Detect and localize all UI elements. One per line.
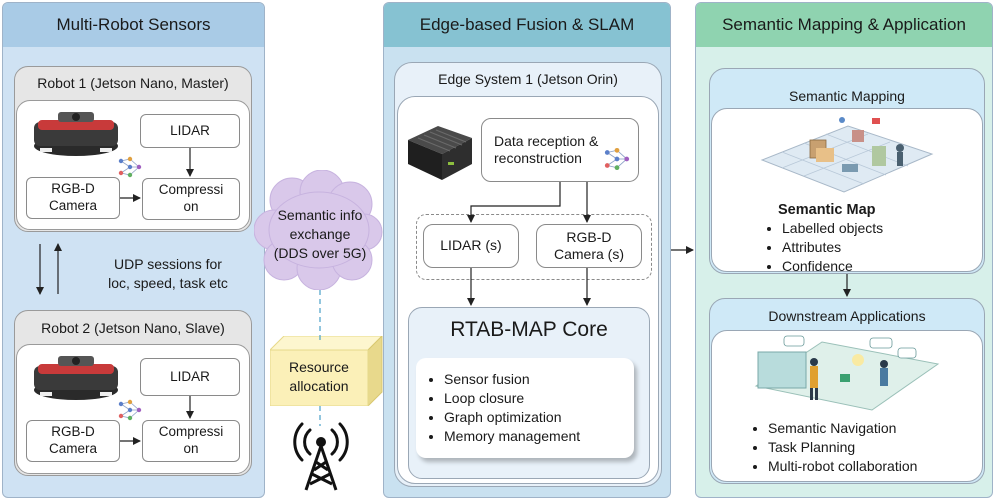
resource-text: Resource allocation — [289, 359, 349, 394]
robot2-image — [30, 352, 122, 402]
jetson-orin-image — [404, 118, 476, 184]
neural-net-icon — [118, 398, 142, 422]
rtab-map-items: Sensor fusion Loop closure Graph optimiz… — [424, 370, 634, 446]
robot2-compression-label: Compressi on — [158, 424, 224, 456]
list-item: Confidence — [782, 257, 962, 276]
robot1-title: Robot 1 (Jetson Nano, Master) — [37, 75, 229, 91]
robot1-camera-label: RGB-D Camera — [48, 181, 97, 213]
downstream-applications-title: Downstream Applications — [768, 308, 926, 324]
robot2-lidar-box: LIDAR — [140, 358, 240, 396]
panel-title: Multi-Robot Sensors — [56, 15, 211, 34]
list-item: Task Planning — [768, 438, 978, 457]
robot1-image — [30, 108, 122, 158]
robot2-title: Robot 2 (Jetson Nano, Slave) — [41, 320, 225, 336]
robot1-compression-box: Compressi on — [142, 178, 240, 220]
rtab-map-title: RTAB-MAP Core — [450, 318, 608, 341]
list-item: Multi-robot collaboration — [768, 457, 978, 476]
list-item: Memory management — [444, 427, 634, 446]
cloud-shape — [253, 169, 384, 291]
semantic-map-illustration — [752, 112, 938, 196]
panel-header: Edge-based Fusion & SLAM — [384, 3, 670, 47]
semantic-map-heading: Semantic Map — [778, 202, 876, 218]
data-reception-label: Data reception & reconstruction — [494, 132, 599, 167]
rtab-map-list-card: Sensor fusion Loop closure Graph optimiz… — [416, 358, 634, 458]
list-item: Semantic Navigation — [768, 419, 978, 438]
robot2-camera-box: RGB-D Camera — [26, 420, 120, 462]
edge-camera-label: RGB-D Camera (s) — [553, 228, 624, 263]
arrow-reception-lidar — [467, 182, 561, 223]
udp-label: UDP sessions for loc, speed, task etc — [108, 256, 228, 291]
list-item: Graph optimization — [444, 408, 634, 427]
edge-lidar-label: LIDAR (s) — [440, 237, 502, 254]
list-item: Labelled objects — [782, 219, 962, 238]
downstream-illustration — [752, 334, 942, 412]
robot1-camera-box: RGB-D Camera — [26, 177, 120, 219]
neural-net-icon — [604, 146, 630, 172]
robot1-lidar-label: LIDAR — [170, 122, 210, 138]
semantic-map-list: Labelled objects Attributes Confidence — [762, 219, 962, 276]
panel-header: Semantic Mapping & Application — [696, 3, 992, 47]
edge-system-title: Edge System 1 (Jetson Orin) — [438, 71, 618, 87]
resource-box-3d — [268, 334, 386, 408]
sensor-dashed-group — [416, 214, 652, 280]
neural-net-icon — [118, 155, 142, 179]
robot2-lidar-label: LIDAR — [170, 368, 210, 384]
edge-lidar-box: LIDAR (s) — [423, 224, 519, 268]
list-item: Loop closure — [444, 389, 634, 408]
edge-camera-box: RGB-D Camera (s) — [536, 224, 642, 268]
robot2-compression-box: Compressi on — [142, 420, 240, 462]
list-item: Attributes — [782, 238, 962, 257]
panel-title: Semantic Mapping & Application — [722, 15, 966, 34]
robot1-compression-label: Compressi on — [158, 182, 224, 214]
data-reception-box: Data reception & reconstruction — [481, 118, 639, 182]
cloud-text: Semantic info exchange (DDS over 5G) — [273, 207, 367, 261]
robot1-lidar-box: LIDAR — [140, 114, 240, 148]
semantic-mapping-title: Semantic Mapping — [789, 88, 905, 104]
robot2-camera-label: RGB-D Camera — [48, 424, 97, 456]
downstream-list: Semantic Navigation Task Planning Multi-… — [748, 419, 978, 476]
panel-header: Multi-Robot Sensors — [3, 3, 264, 47]
panel-title: Edge-based Fusion & SLAM — [419, 15, 635, 34]
list-item: Sensor fusion — [444, 370, 634, 389]
radio-tower-icon — [288, 422, 354, 492]
